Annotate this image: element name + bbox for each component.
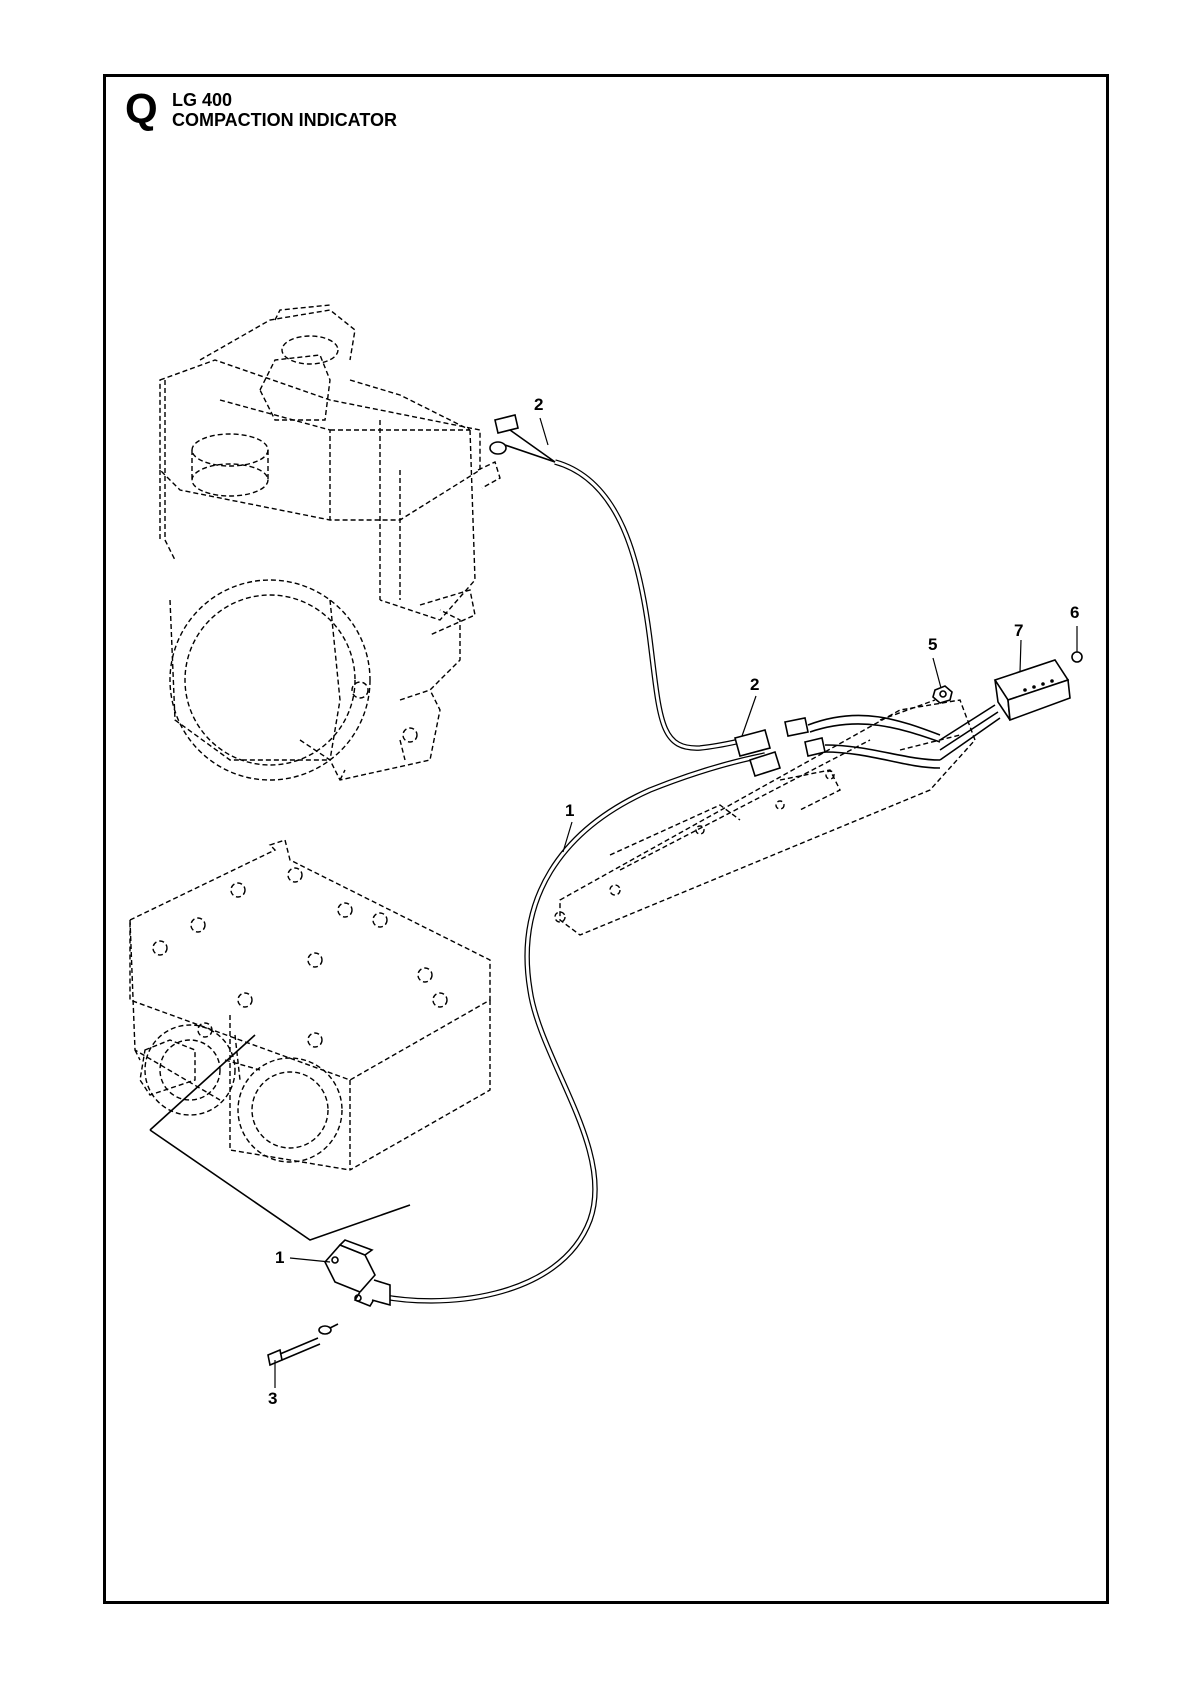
callout-part-6-screw: 6 — [1070, 603, 1080, 622]
gearbox-outline — [129, 839, 491, 1171]
indicator-display-unit — [939, 659, 1071, 761]
callout-part-1-cable: 1 — [565, 801, 575, 820]
connector-upper — [734, 714, 941, 757]
handle-bar-outline — [554, 699, 976, 936]
mounting-plane — [149, 1129, 411, 1241]
connector-lower — [748, 737, 941, 778]
bolt-part — [267, 1323, 339, 1367]
engine-outline — [159, 304, 501, 781]
model-name: LG 400 — [172, 90, 233, 110]
sensor-cable — [374, 752, 766, 1304]
callout-part-2-connector: 2 — [750, 675, 760, 694]
callout-part-3-bolt: 3 — [268, 1389, 278, 1408]
callout-part-2-engine: 2 — [534, 395, 544, 414]
screw-part — [1071, 651, 1083, 663]
callout-part-7-display: 7 — [1014, 621, 1024, 640]
callout-part-5-nut: 5 — [928, 635, 938, 654]
callout-part-1-sensor: 1 — [275, 1248, 285, 1267]
diagram-title: COMPACTION INDICATOR — [172, 110, 397, 130]
section-letter: Q — [125, 85, 158, 132]
callout-leaders — [274, 417, 1078, 1388]
sensor-part — [324, 1239, 391, 1307]
page-border — [103, 74, 1109, 1604]
mounting-line-upper — [149, 1034, 256, 1131]
nut-part — [932, 685, 953, 704]
engine-cable — [489, 414, 746, 751]
